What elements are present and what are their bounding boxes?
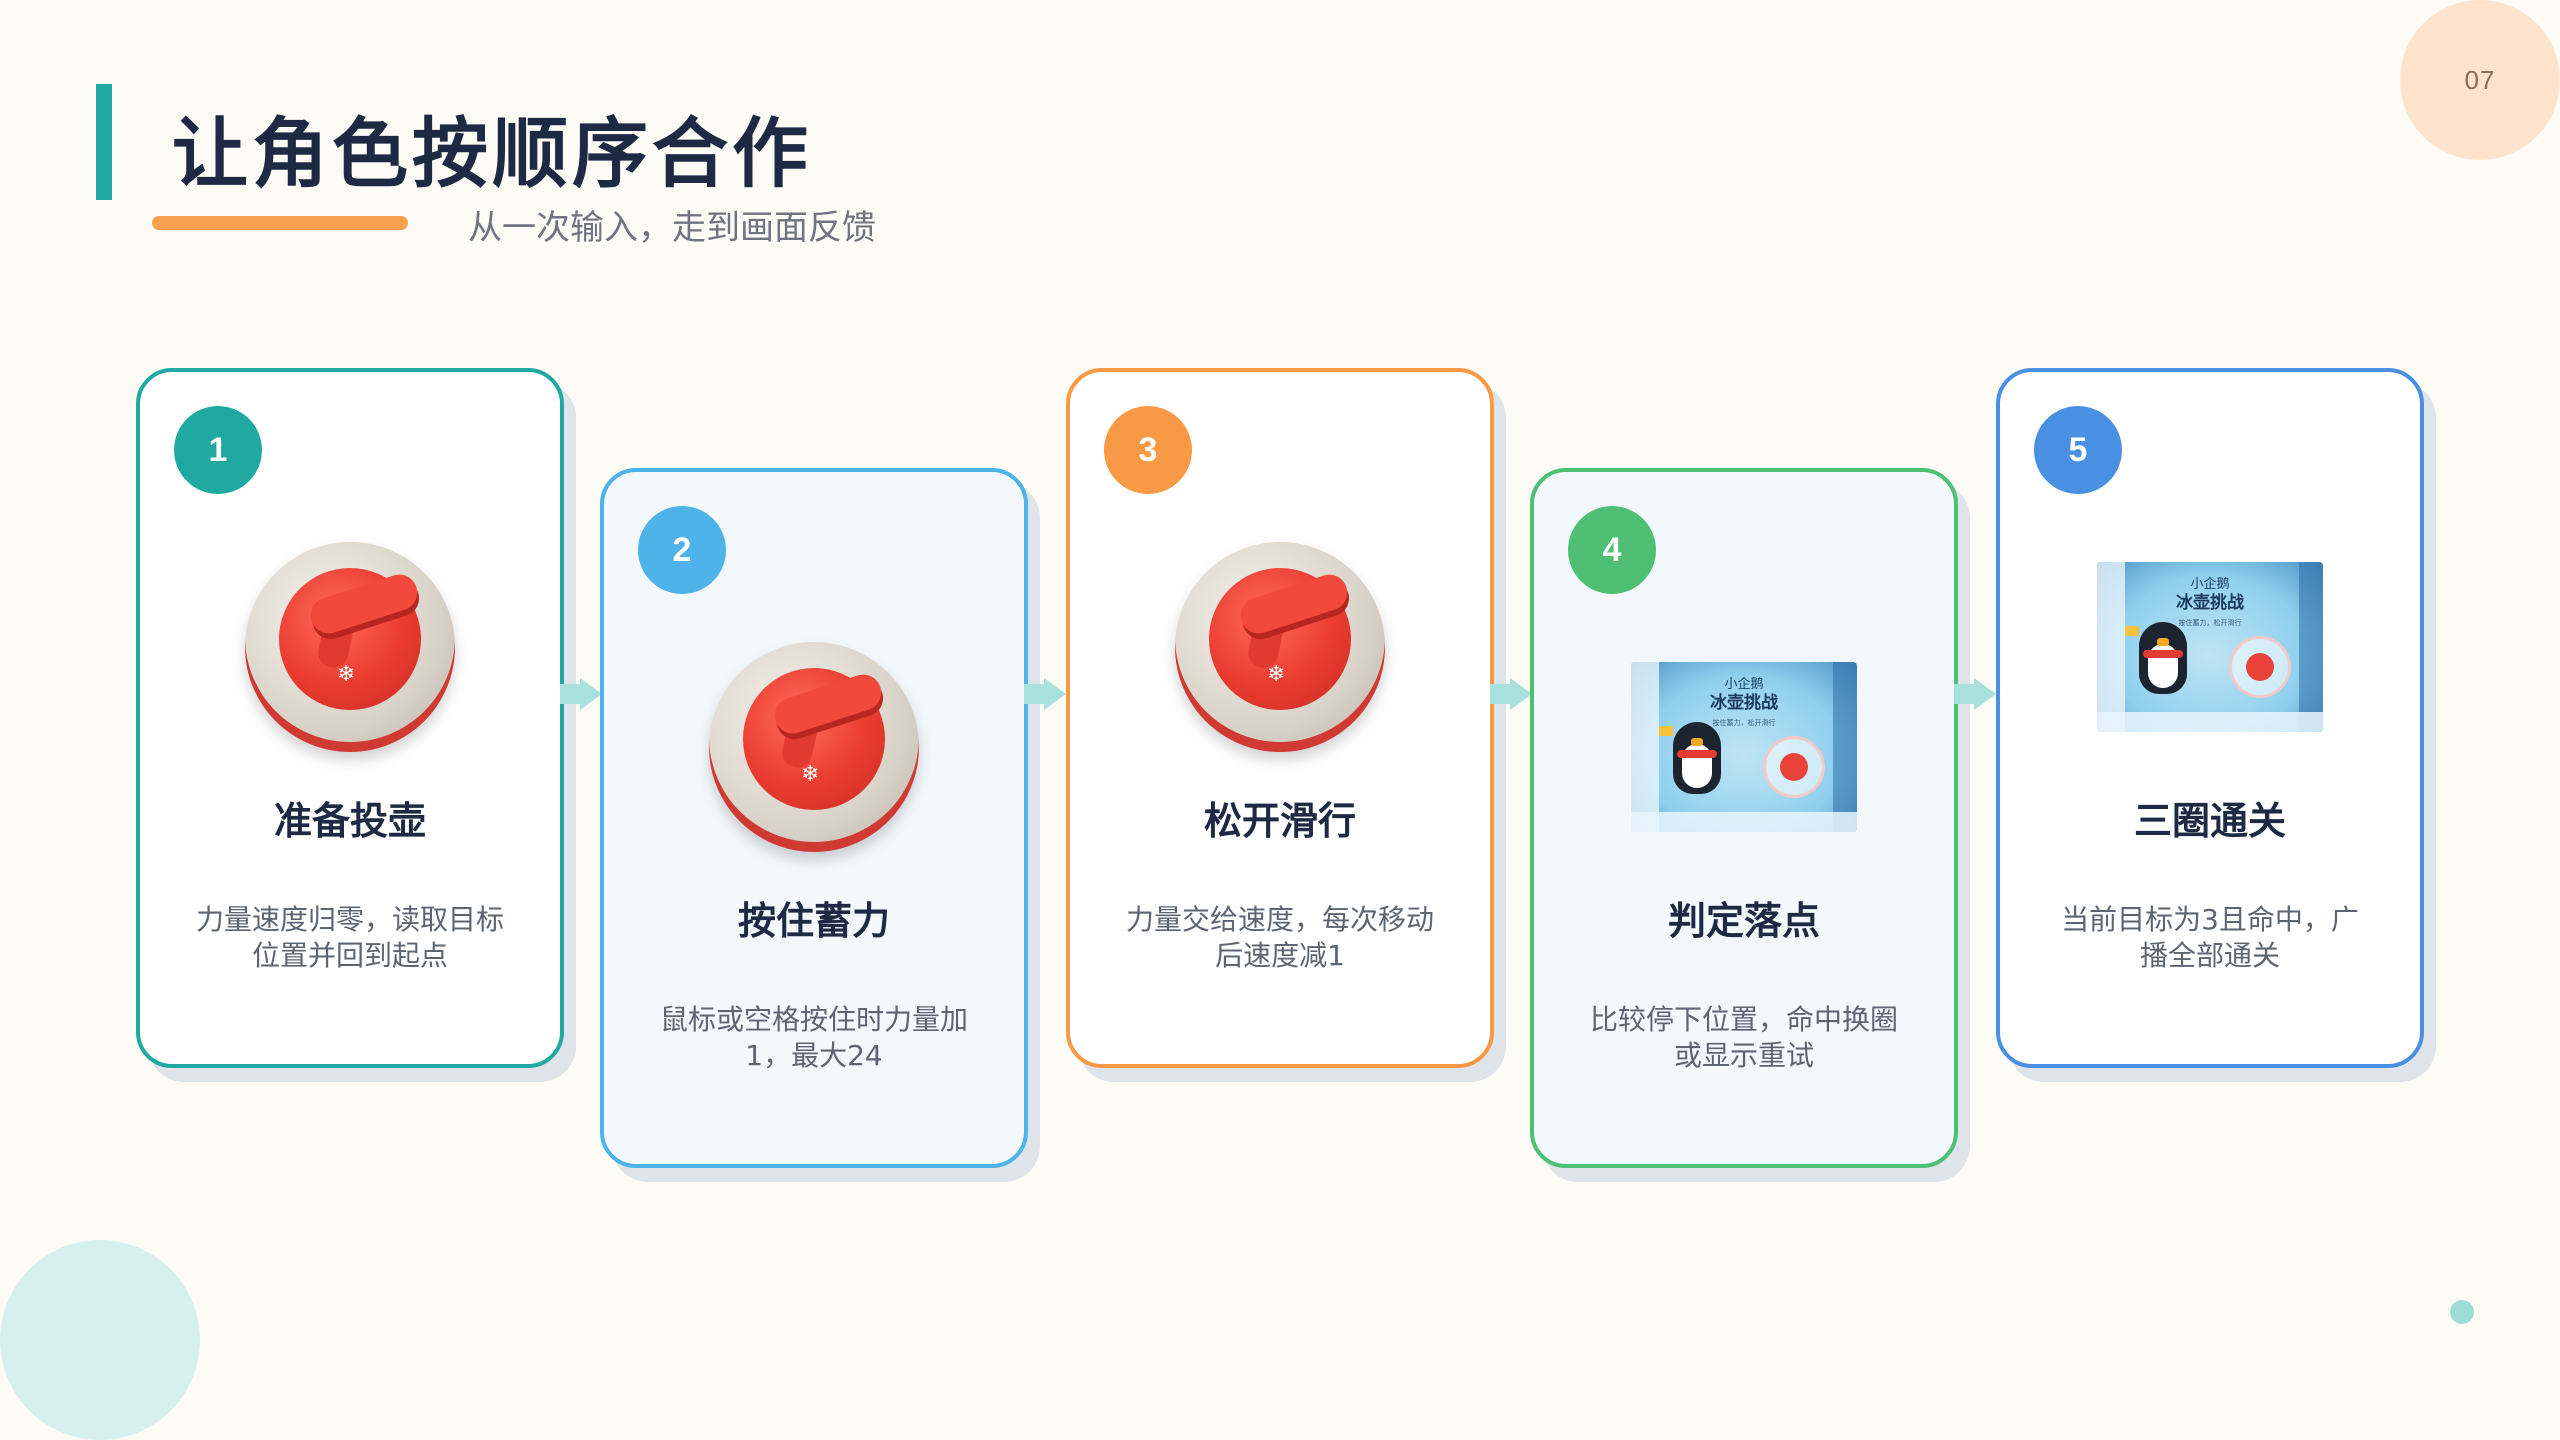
step-title: 按住蓄力 bbox=[737, 899, 890, 943]
step-title: 三圈通关 bbox=[2133, 799, 2286, 843]
step-badge: 3 bbox=[1104, 406, 1192, 494]
preview-hint: 按住蓄力，松开滑行 bbox=[2178, 619, 2242, 627]
step-description: 比较停下位置，命中换圈或显示重试 bbox=[1589, 1003, 1898, 1072]
step-description: 力量速度归零，读取目标位置并回到起点 bbox=[195, 903, 504, 972]
decorative-circle bbox=[0, 1240, 200, 1440]
step-badge: 1 bbox=[174, 406, 262, 494]
page-title: 让角色按顺序合作 bbox=[172, 109, 812, 198]
step-badge: 4 bbox=[1568, 506, 1656, 594]
curling-stone-icon: ❄ bbox=[1175, 542, 1385, 752]
page-number: 07 bbox=[2464, 64, 2496, 95]
step-badge: 5 bbox=[2034, 406, 2122, 494]
step-title: 松开滑行 bbox=[1203, 799, 1356, 843]
step-card-4: 4 小企鹅 冰壶挑战 按住蓄力，松开滑行 判定落点 比较停下位置，命中换圈或显示… bbox=[1530, 468, 1958, 1168]
game-preview-image: 小企鹅 冰壶挑战 按住蓄力，松开滑行 bbox=[1631, 662, 1857, 832]
step-description: 力量交给速度，每次移动后速度减1 bbox=[1125, 903, 1434, 972]
arrow-right-icon bbox=[1024, 678, 1068, 710]
step-description: 鼠标或空格按住时力量加1，最大24 bbox=[659, 1003, 968, 1072]
step-card-5: 5 小企鹅 冰壶挑战 按住蓄力，松开滑行 三圈通关 当前目标为3且命中，广播全部… bbox=[1996, 368, 2424, 1068]
flag-icon bbox=[1659, 726, 1673, 736]
page-subtitle: 从一次输入，走到画面反馈 bbox=[468, 208, 876, 248]
step-description: 当前目标为3且命中，广播全部通关 bbox=[2061, 903, 2359, 972]
title-accent-bar bbox=[96, 84, 112, 200]
decorative-dot bbox=[2450, 1300, 2474, 1324]
page-number-badge: 07 bbox=[2400, 0, 2560, 160]
flag-icon bbox=[2125, 626, 2139, 636]
step-badge: 2 bbox=[638, 506, 726, 594]
step-card-2: 2 ❄ 按住蓄力 鼠标或空格按住时力量加1，最大24 bbox=[600, 468, 1028, 1168]
penguin-icon bbox=[1673, 722, 1721, 794]
penguin-icon bbox=[2139, 622, 2187, 694]
snowflake-icon: ❄ bbox=[801, 762, 820, 787]
arrow-right-icon bbox=[560, 678, 604, 710]
step-card-3: 3 ❄ 松开滑行 力量交给速度，每次移动后速度减1 bbox=[1066, 368, 1494, 1068]
game-preview-image: 小企鹅 冰壶挑战 按住蓄力，松开滑行 bbox=[2097, 562, 2323, 732]
preview-hint: 按住蓄力，松开滑行 bbox=[1712, 719, 1776, 727]
step-title: 判定落点 bbox=[1667, 899, 1820, 943]
step-card-1: 1 ❄ 准备投壶 力量速度归零，读取目标位置并回到起点 bbox=[136, 368, 564, 1068]
step-title: 准备投壶 bbox=[273, 799, 426, 843]
curling-stone-icon: ❄ bbox=[709, 642, 919, 852]
arrow-right-icon bbox=[1490, 678, 1534, 710]
title-underline bbox=[152, 216, 408, 230]
curling-stone-icon: ❄ bbox=[245, 542, 455, 752]
target-icon bbox=[2229, 636, 2291, 698]
snowflake-icon: ❄ bbox=[337, 662, 356, 687]
preview-title: 小企鹅 冰壶挑战 bbox=[1710, 677, 1778, 713]
arrow-right-icon bbox=[1954, 678, 1998, 710]
snowflake-icon: ❄ bbox=[1267, 662, 1286, 687]
target-icon bbox=[1763, 736, 1825, 798]
preview-title: 小企鹅 冰壶挑战 bbox=[2176, 577, 2244, 613]
